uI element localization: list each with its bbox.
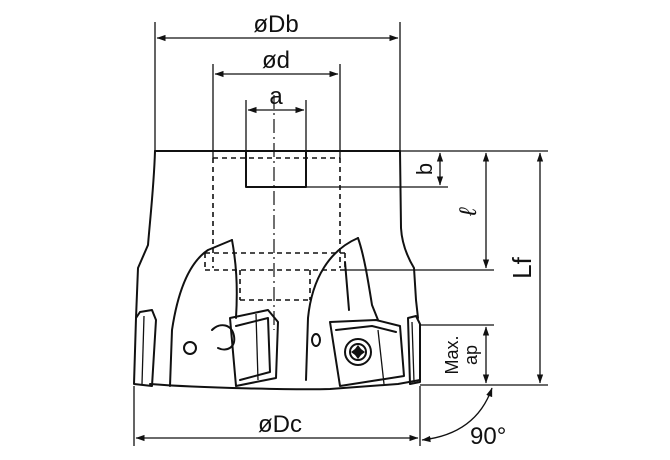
dimension-lines: [135, 34, 544, 443]
right-pocket-back: [357, 237, 379, 321]
label-lf: Lf: [507, 256, 537, 278]
dimension-labels: øDb ød a b ℓ Lf Max. ap øDc 90°: [253, 11, 537, 450]
clamp-screw-inner: [349, 343, 367, 361]
left-pocket-curve: [211, 324, 236, 351]
clamp-screw-outer: [344, 338, 372, 366]
left-insert-face: [235, 317, 271, 381]
label-ap: ap: [461, 345, 481, 365]
label-b: b: [412, 163, 437, 175]
torx-icon: [351, 345, 365, 359]
label-db: øDb: [253, 11, 298, 38]
far-right-insert: [407, 315, 421, 385]
left-pocket-back: [231, 239, 238, 319]
right-outline: [399, 150, 419, 319]
label-l: ℓ: [455, 207, 482, 217]
right-insert-body: [329, 319, 405, 387]
hidden-bore: [204, 157, 346, 301]
right-pocket-inner: [344, 261, 350, 311]
left-insert-body: [229, 309, 279, 387]
right-insert-top: [335, 325, 397, 333]
bottom-edge: [149, 379, 421, 391]
far-left-insert-edge: [141, 315, 145, 385]
cutter-body: [135, 150, 421, 391]
left-insert-edge: [255, 313, 259, 381]
right-chip-pocket: [305, 237, 379, 381]
coolant-hole-right: [311, 333, 321, 347]
far-left-insert: [133, 309, 157, 387]
left-pocket-front: [169, 239, 233, 387]
label-dc: øDc: [258, 411, 302, 438]
left-chip-pocket: [169, 239, 238, 387]
left-outline: [135, 150, 156, 319]
far-left-insert-body: [133, 309, 157, 387]
dim-angle-arc: [421, 387, 493, 443]
extension-lines: [133, 22, 548, 446]
label-a: a: [269, 83, 283, 110]
coolant-hole-left: [183, 341, 197, 355]
label-d: ød: [262, 47, 290, 74]
right-insert-edge: [377, 329, 385, 385]
far-right-insert-edge: [411, 321, 415, 383]
keyway-slot: [245, 150, 307, 188]
left-insert: [229, 309, 279, 387]
right-insert: [329, 319, 405, 387]
label-angle: 90°: [470, 423, 506, 450]
right-pocket-front: [305, 237, 359, 381]
far-right-insert-body: [407, 315, 421, 385]
label-max: Max.: [442, 335, 462, 374]
